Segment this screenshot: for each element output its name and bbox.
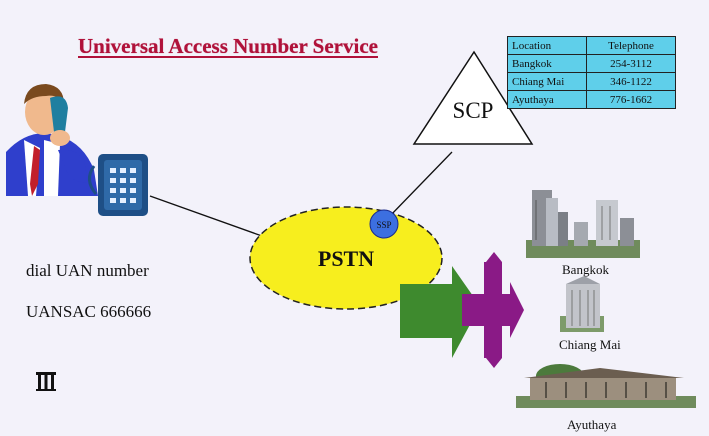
organization-logo-icon [36,372,56,391]
scp-label: SCP [453,98,494,123]
location-telephone-table: Location Telephone Bangkok 254-3112 Chia… [507,36,676,109]
table-row: Ayuthaya 776-1662 [507,90,676,109]
chiang-mai-building-icon [560,276,604,332]
destination-label-ayuthaya: Ayuthaya [567,417,617,432]
phone-to-pstn-line [149,195,263,237]
table-header-telephone: Telephone [586,36,676,55]
ayuthaya-building-icon [516,364,696,408]
scp-node: SCP [412,50,534,145]
table-header-row: Location Telephone [507,36,676,55]
table-header-location: Location [507,36,587,55]
page-title: Universal Access Number Service [78,34,378,58]
table-cell-location: Chiang Mai [507,72,587,91]
table-cell-telephone: 254-3112 [586,54,676,73]
destination-label-bangkok: Bangkok [562,262,609,277]
dial-instruction-text: dial UAN number [26,261,149,280]
caller-person-icon [6,84,98,196]
table-cell-telephone: 346-1122 [586,72,676,91]
telephone-icon [88,154,148,216]
pstn-label: PSTN [318,246,374,271]
table-cell-telephone: 776-1662 [586,90,676,109]
routing-arrow [400,252,524,368]
ssp-to-scp-line [387,151,453,219]
table-cell-location: Ayuthaya [507,90,587,109]
destination-label-chiang-mai: Chiang Mai [559,337,621,352]
table-row: Chiang Mai 346-1122 [507,72,676,91]
ssp-label: SSP [376,220,391,230]
table-row: Bangkok 254-3112 [507,54,676,73]
bangkok-buildings-icon [526,190,640,258]
table-cell-location: Bangkok [507,54,587,73]
ssp-node: SSP [369,209,399,239]
uan-code-text: UANSAC 666666 [26,302,152,321]
